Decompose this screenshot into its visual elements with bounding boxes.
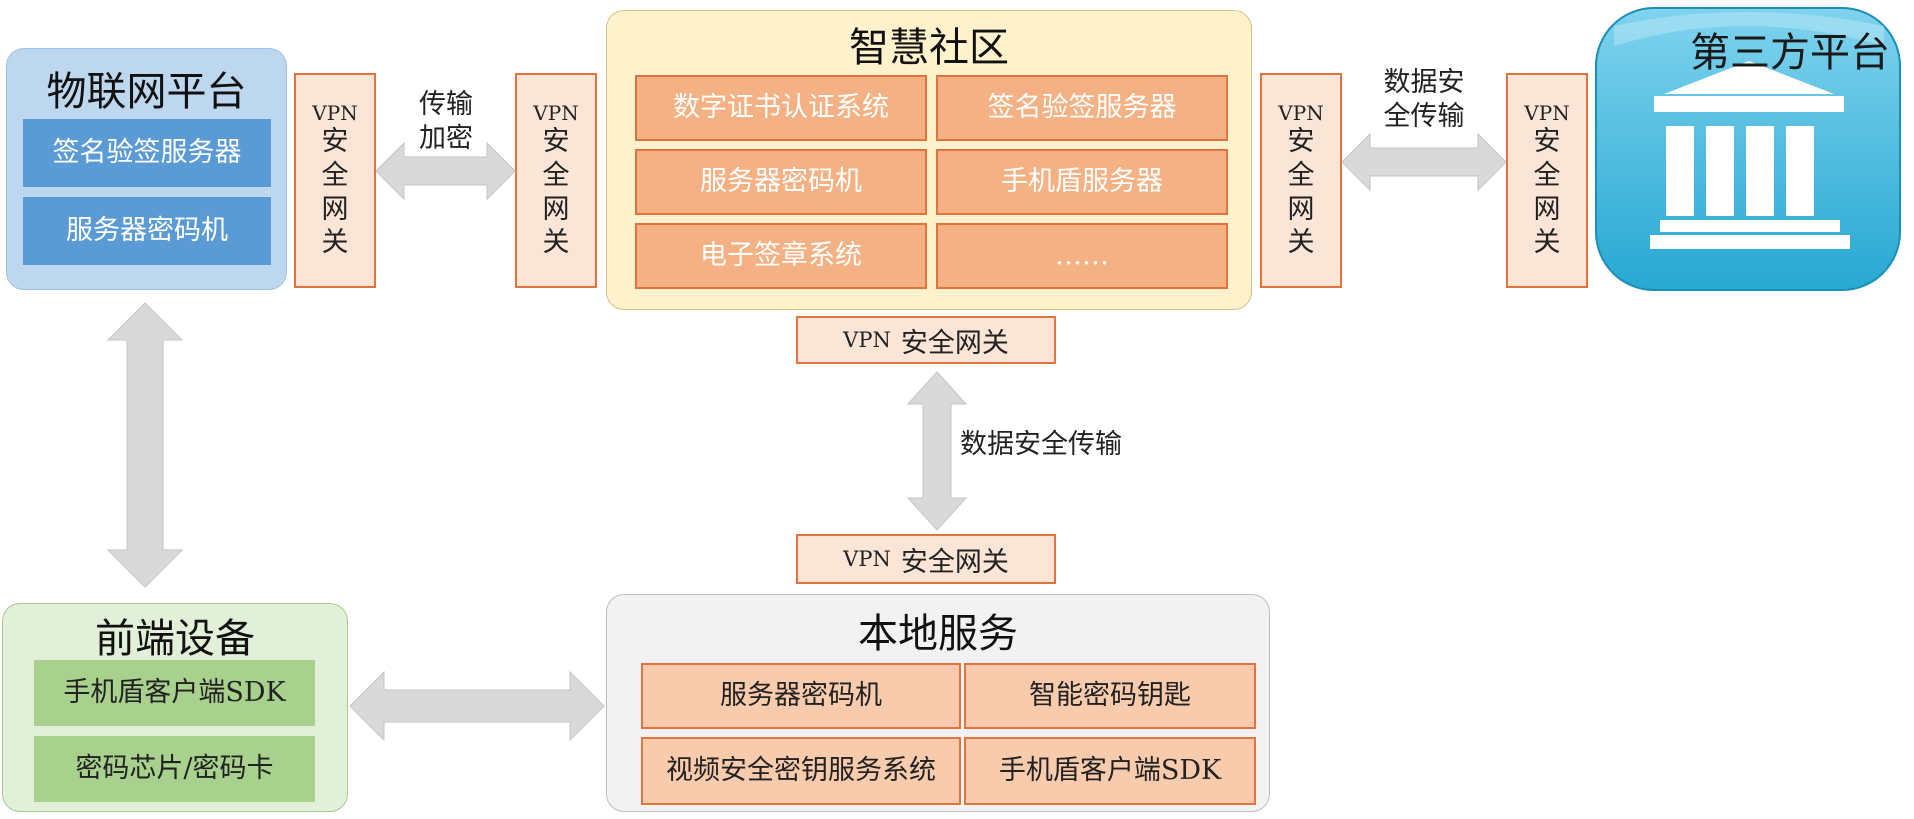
local-item-server-cipher-machine: 服务器密码机 [641,663,961,729]
vpn-gateway-4: VPN 安 全 网 关 [1506,73,1588,288]
gateway-vpn-label: VPN [843,547,891,571]
third-party-panel: 第三方平台 [1594,6,1904,294]
local-item-mobile-shield-sdk: 手机盾客户端SDK [964,737,1256,805]
community-item-e-seal-system: 电子签章系统 [635,223,927,289]
secure-transfer-mid-label: 数据安全传输 [960,429,1122,460]
local-service-title: 本地服务 [858,611,1018,657]
gateway-char: 安 [1287,126,1315,157]
gateway-char: 全 [1533,159,1561,191]
gateway-char: 关 [981,546,1009,578]
gateway-char: 网 [1533,193,1561,225]
gateway-char: 安 [542,126,570,157]
gateway-char: 安 [1533,126,1561,157]
gateway-char: 网 [954,327,982,359]
double-arrow-third-party [1341,132,1507,192]
gateway-char: 全 [927,327,955,359]
community-item-server-cipher-machine: 服务器密码机 [635,149,927,215]
gateway-char: 关 [1533,227,1561,259]
gateway-vpn-label: VPN [843,328,891,352]
gateway-char: 关 [981,327,1009,359]
transport-encrypt-label: 传输 加密 [404,88,488,156]
local-service-panel: 本地服务 服务器密码机 智能密码钥匙 视频安全密钥服务系统 手机盾客户端SDK [606,594,1270,812]
gateway-vpn-label: VPN [312,101,358,125]
vpn-gateway-community-bottom: VPN 安 全 网 关 [796,316,1056,364]
gateway-char: 全 [927,546,955,578]
gateway-char: 关 [1287,227,1315,259]
iot-item-sign-verify-server: 签名验签服务器 [23,119,271,187]
vpn-gateway-3: VPN 安 全 网 关 [1260,73,1342,288]
gateway-char: 关 [542,227,570,259]
double-arrow-transport [375,141,516,201]
frontend-devices-panel: 前端设备 手机盾客户端SDK 密码芯片/密码卡 [2,603,348,812]
gateway-char: 网 [542,193,570,225]
vpn-gateway-2: VPN 安 全 网 关 [515,73,597,288]
vpn-gateway-1: VPN 安 全 网 关 [294,73,376,288]
smart-community-panel: 智慧社区 数字证书认证系统 签名验签服务器 服务器密码机 手机盾服务器 电子签章… [606,10,1252,310]
label-line: 数据安 [1383,67,1465,98]
bank-building-icon [1595,7,1901,291]
frontend-item-mobile-shield-sdk: 手机盾客户端SDK [34,660,315,726]
gateway-char: 网 [321,193,349,225]
gateway-char: 全 [321,159,349,191]
gateway-vpn-label: VPN [1524,101,1570,125]
label-line: 加密 [419,122,473,154]
community-item-more: …… [936,223,1228,289]
gateway-char: 安 [900,327,928,359]
vpn-gateway-local-top: VPN 安 全 网 关 [796,534,1056,584]
label-line: 全传输 [1383,100,1465,132]
third-party-title: 第三方平台 [1690,30,1890,76]
double-arrow-frontend-local [349,670,605,742]
gateway-vpn-label: VPN [1278,101,1324,125]
gateway-char: 全 [542,159,570,191]
smart-community-title: 智慧社区 [849,25,1009,71]
community-item-mobile-shield-server: 手机盾服务器 [936,149,1228,215]
iot-platform-title: 物联网平台 [46,69,247,115]
community-item-sign-verify-server: 签名验签服务器 [936,75,1228,141]
gateway-vpn-label: VPN [533,101,579,125]
gateway-char: 安 [900,546,928,578]
frontend-devices-title: 前端设备 [95,616,255,662]
local-item-smart-cipher-key: 智能密码钥匙 [964,663,1256,729]
label-line: 传输 [419,89,473,120]
gateway-char: 网 [954,546,982,578]
gateway-char: 全 [1287,159,1315,191]
double-arrow-community-local [906,371,968,531]
frontend-item-cipher-chip-card: 密码芯片/密码卡 [34,736,315,802]
double-arrow-iot-frontend [106,302,184,588]
gateway-char: 关 [321,227,349,259]
iot-item-server-cipher-machine: 服务器密码机 [23,197,271,265]
gateway-char: 安 [321,126,349,157]
iot-platform-panel: 物联网平台 签名验签服务器 服务器密码机 [6,48,287,290]
community-item-cert-auth-system: 数字证书认证系统 [635,75,927,141]
gateway-char: 网 [1287,193,1315,225]
local-item-video-key-service: 视频安全密钥服务系统 [641,737,961,805]
secure-transfer-right-label: 数据安 全传输 [1372,66,1476,134]
